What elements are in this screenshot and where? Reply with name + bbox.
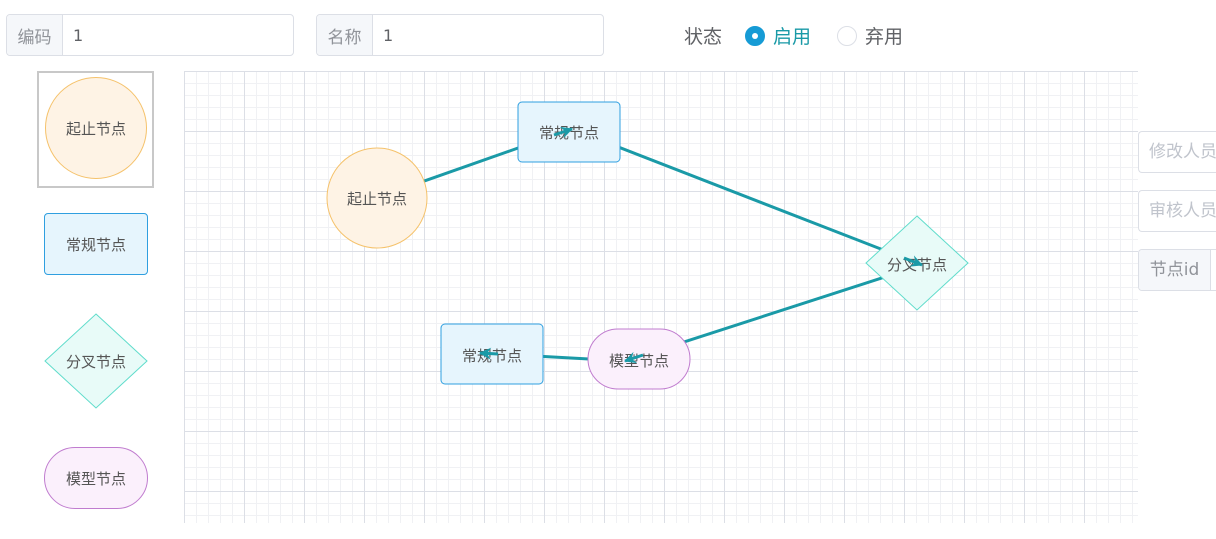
status-radio-enable[interactable]: 启用: [745, 22, 811, 49]
name-label: 名称: [317, 15, 373, 55]
palette-start-node-label: 起止节点: [65, 119, 126, 138]
name-field-group: 名称: [316, 14, 604, 56]
palette-branch-node[interactable]: 分叉节点: [44, 313, 148, 409]
status-label: 状态: [684, 26, 723, 48]
radio-unchecked-icon: [837, 25, 857, 46]
canvas-start-node[interactable]: 起止节点: [326, 147, 428, 249]
code-field-group: 编码: [6, 14, 294, 56]
auditor-placeholder: 审核人员: [1149, 201, 1216, 221]
status-radio-disable-label: 弃用: [865, 26, 904, 48]
canvas-regular-node-top-label: 常规节点: [539, 124, 599, 142]
modifier-placeholder: 修改人员: [1149, 142, 1216, 162]
auditor-input[interactable]: 审核人员: [1138, 190, 1216, 232]
code-label: 编码: [7, 15, 63, 55]
palette-start-node[interactable]: 起止节点: [45, 77, 147, 179]
canvas-model-node-label: 模型节点: [609, 352, 669, 370]
modifier-input[interactable]: 修改人员: [1138, 131, 1216, 173]
palette-regular-node-label: 常规节点: [65, 235, 126, 254]
palette-regular-node[interactable]: 常规节点: [44, 213, 148, 275]
node-id-label: 节点id: [1139, 250, 1211, 290]
diamond-shape: [44, 313, 148, 409]
edge-regular-to-branch[interactable]: [571, 127, 923, 267]
palette-branch-node-label: 分叉节点: [65, 352, 126, 371]
status-radio-enable-label: 启用: [773, 26, 812, 48]
code-input[interactable]: [63, 15, 293, 55]
palette-selection-frame: [37, 71, 154, 188]
node-id-field[interactable]: 节点id: [1138, 249, 1216, 291]
edge-arrowheads: [479, 126, 923, 364]
canvas-branch-node-label: 分叉节点: [887, 256, 947, 274]
status-radio-disable[interactable]: 弃用: [837, 22, 903, 49]
name-input[interactable]: [373, 15, 603, 55]
palette-model-node-label: 模型节点: [65, 469, 126, 488]
radio-checked-icon: [745, 25, 765, 46]
flow-graph: 起止节点 常规节点 分叉节点 模型节点 常规节点: [326, 101, 969, 390]
flow-canvas[interactable]: 起止节点 常规节点 分叉节点 模型节点 常规节点: [184, 71, 1138, 523]
canvas-regular-node-bottom-label: 常规节点: [462, 347, 522, 365]
canvas-model-node[interactable]: 模型节点: [587, 328, 691, 390]
canvas-regular-node-top[interactable]: 常规节点: [517, 101, 621, 163]
canvas-start-node-label: 起止节点: [347, 190, 407, 208]
palette-model-node[interactable]: 模型节点: [44, 447, 148, 509]
